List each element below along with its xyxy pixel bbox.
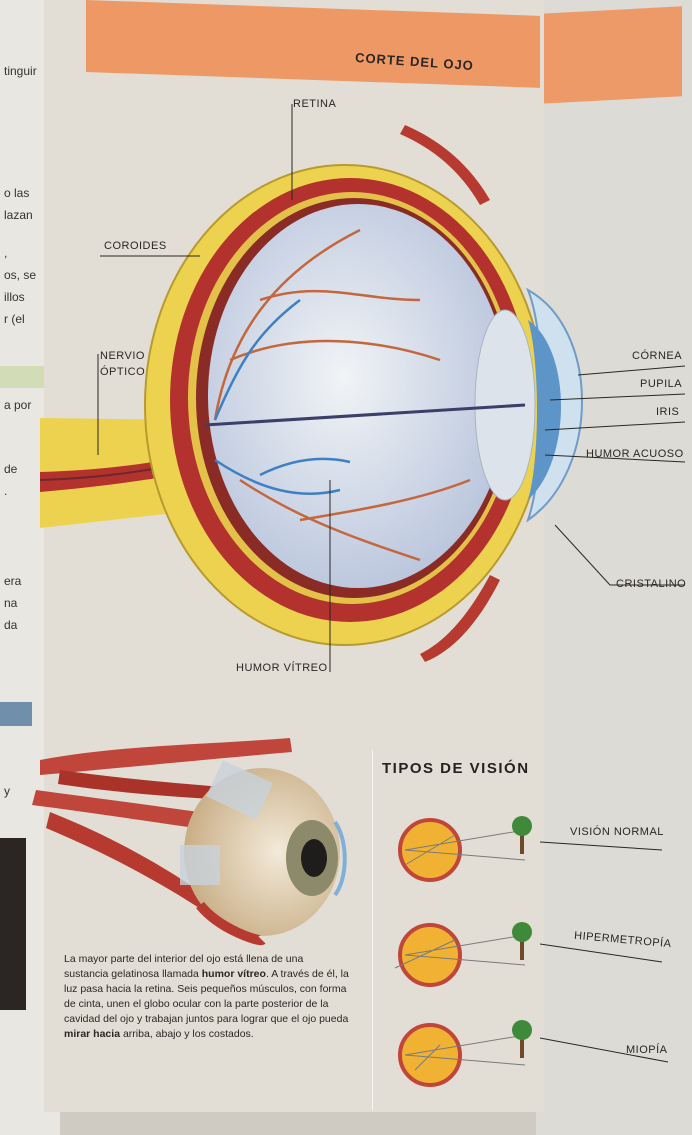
- label-retina: RETINA: [293, 98, 336, 110]
- caption-bold-term: humor vítreo: [202, 968, 266, 980]
- label-pupila: PUPILA: [640, 378, 682, 390]
- label-miopia: MIOPÍA: [626, 1044, 668, 1056]
- label-coroides: COROIDES: [104, 240, 167, 252]
- label-vision-normal: VISIÓN NORMAL: [570, 826, 664, 838]
- label-nervio: NERVIO: [100, 350, 145, 362]
- eye-with-muscles-illustration: [32, 738, 345, 940]
- caption-text: arriba, abajo y los costados.: [120, 1028, 254, 1040]
- vision-diagram-hyperopia: [395, 922, 662, 985]
- label-optico: ÓPTICO: [100, 366, 145, 378]
- caption-bold-term: mirar hacia: [64, 1028, 120, 1040]
- label-humor-vitreo: HUMOR VÍTREO: [236, 662, 328, 674]
- vision-types-title: TIPOS DE VISIÓN: [382, 760, 530, 777]
- section-divider: [372, 750, 373, 1110]
- label-cornea: CÓRNEA: [632, 350, 682, 362]
- label-humor-acuoso: HUMOR ACUOSO: [586, 448, 684, 460]
- caption-paragraph: La mayor parte del interior del ojo está…: [64, 952, 350, 1042]
- label-iris: IRIS: [656, 406, 679, 418]
- vitreous-body: [208, 204, 508, 588]
- label-cristalino: CRISTALINO: [616, 578, 686, 590]
